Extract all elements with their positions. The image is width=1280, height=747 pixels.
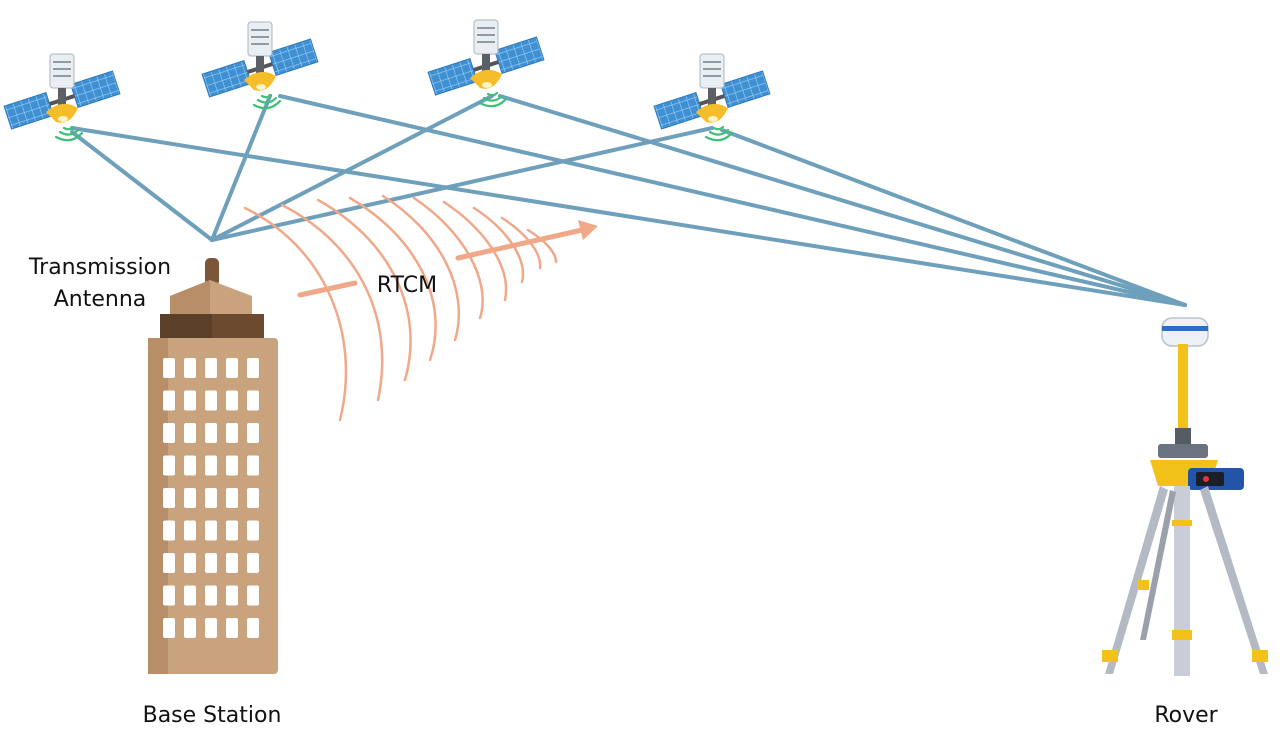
building-window bbox=[247, 618, 259, 638]
building-window bbox=[184, 585, 196, 606]
satellite-icon bbox=[426, 18, 546, 108]
building-window bbox=[205, 585, 217, 606]
building-icon bbox=[148, 258, 278, 674]
building-window bbox=[205, 553, 217, 573]
building-window bbox=[184, 390, 196, 411]
link-sat1-base bbox=[70, 130, 214, 242]
radio-wave-icon bbox=[243, 194, 558, 422]
rover-label: Rover bbox=[1154, 703, 1218, 728]
building-window bbox=[247, 358, 259, 378]
building-window bbox=[163, 423, 175, 443]
building-window bbox=[184, 358, 196, 378]
building-window bbox=[184, 423, 196, 443]
building-window bbox=[226, 488, 238, 508]
building-window bbox=[226, 390, 238, 411]
building-window bbox=[205, 488, 217, 508]
building-window bbox=[247, 390, 259, 411]
building-window bbox=[226, 358, 238, 378]
building-window bbox=[247, 585, 259, 606]
building-window bbox=[226, 618, 238, 638]
link-sat3-base bbox=[210, 94, 494, 242]
building-window bbox=[184, 618, 196, 638]
building-window bbox=[205, 455, 217, 476]
link-sat4-rover bbox=[720, 128, 1187, 307]
antenna-label-line1: Transmission bbox=[28, 255, 171, 280]
link-sat4-base bbox=[210, 126, 714, 242]
building-window bbox=[205, 423, 217, 443]
building-window bbox=[226, 520, 238, 541]
link-sat2-rover bbox=[278, 94, 1187, 307]
building-window bbox=[163, 553, 175, 573]
base-station-label: Base Station bbox=[143, 703, 282, 728]
building-window bbox=[163, 520, 175, 541]
building-window bbox=[205, 520, 217, 541]
building-window bbox=[163, 585, 175, 606]
link-sat2-base bbox=[210, 94, 272, 242]
rtcm-arrow bbox=[297, 227, 585, 298]
building-window bbox=[247, 455, 259, 476]
building-window bbox=[184, 520, 196, 541]
building-window bbox=[184, 488, 196, 508]
building-window bbox=[247, 423, 259, 443]
building-window bbox=[163, 358, 175, 378]
building-window bbox=[163, 455, 175, 476]
building-window bbox=[226, 423, 238, 443]
building-window bbox=[184, 455, 196, 476]
building-window bbox=[226, 455, 238, 476]
building-window bbox=[247, 520, 259, 541]
building-window bbox=[205, 618, 217, 638]
building-window bbox=[205, 390, 217, 411]
building-window bbox=[163, 390, 175, 411]
building-window bbox=[163, 618, 175, 638]
satellite-icon bbox=[2, 52, 122, 142]
building-window bbox=[247, 553, 259, 573]
link-sat3-rover bbox=[498, 94, 1187, 307]
satellite-icon bbox=[200, 20, 320, 110]
rtcm-label: RTCM bbox=[377, 273, 437, 298]
satellite-links bbox=[70, 94, 1187, 307]
building-window bbox=[205, 358, 217, 378]
rtcm-arrowhead bbox=[578, 220, 598, 240]
building-window bbox=[226, 585, 238, 606]
building-window bbox=[226, 553, 238, 573]
tripod-receiver-icon bbox=[1102, 317, 1268, 676]
building-window bbox=[184, 553, 196, 573]
link-sat1-rover bbox=[70, 126, 1187, 307]
building-window bbox=[163, 488, 175, 508]
building-window bbox=[247, 488, 259, 508]
antenna-label-line2: Antenna bbox=[54, 287, 147, 312]
